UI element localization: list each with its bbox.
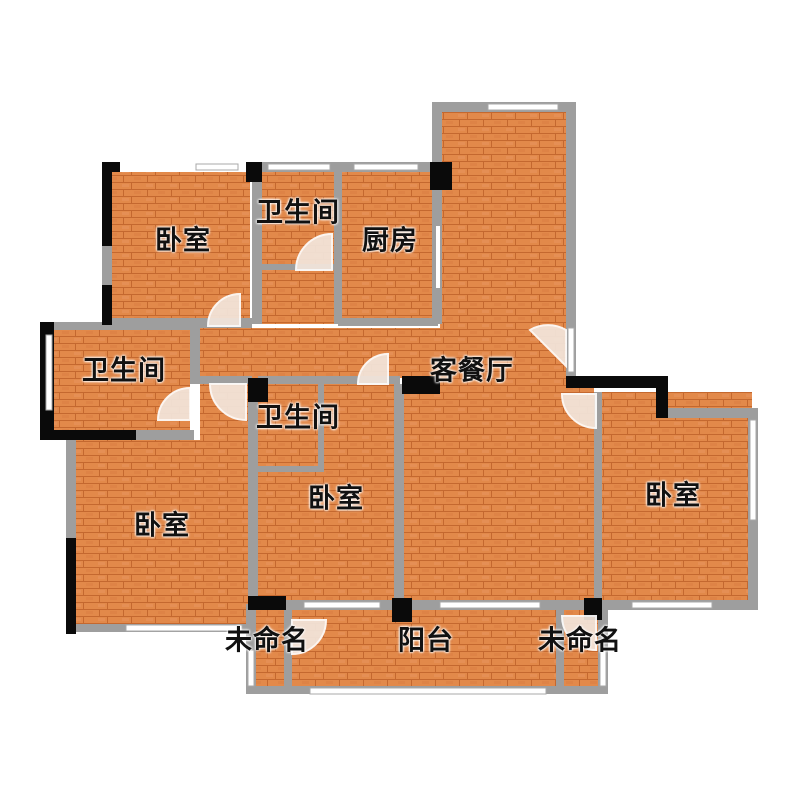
doors [156,232,597,656]
windows [45,103,757,695]
floor-living-lower [402,378,594,600]
door-unnamed-left [291,619,328,656]
door-bedroom-nw [206,292,241,327]
door-bedroom-sw [208,383,247,422]
door-bathroom-top [294,232,333,271]
floor-bedroom-center [258,384,396,600]
door-leaves [192,226,440,422]
door-bathroom-west [156,386,191,421]
floor-corridor-small [262,270,334,324]
door-unnamed-right [560,615,597,652]
door-bedroom-east [560,393,597,430]
floor-bedroom-east [602,392,752,602]
floor-bedroom-sw [74,440,248,626]
door-bedroom-center [356,352,389,385]
floor-kitchen [342,172,438,324]
floors [50,112,752,688]
door-living [528,324,567,369]
